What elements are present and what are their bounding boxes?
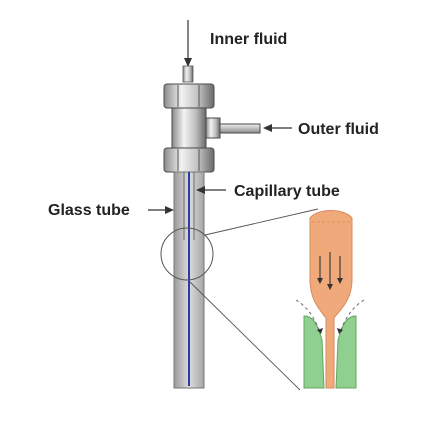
zoom-circle [160, 227, 214, 281]
glass-tube-label: Glass tube [48, 202, 130, 219]
capillary-tube-label: Capillary tube [234, 183, 340, 200]
outer-fluid-label: Outer fluid [298, 121, 379, 138]
converging-arrows-icon [317, 328, 343, 334]
inner-fluid-arrow-icon [184, 20, 192, 67]
outer-fluid-arrow-icon [263, 124, 292, 132]
flow-arrows-icon [317, 252, 343, 290]
t-connector [163, 65, 261, 173]
magnified-view [295, 210, 365, 389]
glass-tube-arrow-icon [148, 206, 174, 214]
inner-fluid-label: Inner fluid [210, 31, 287, 48]
capillary-tube-arrow-icon [196, 186, 226, 194]
